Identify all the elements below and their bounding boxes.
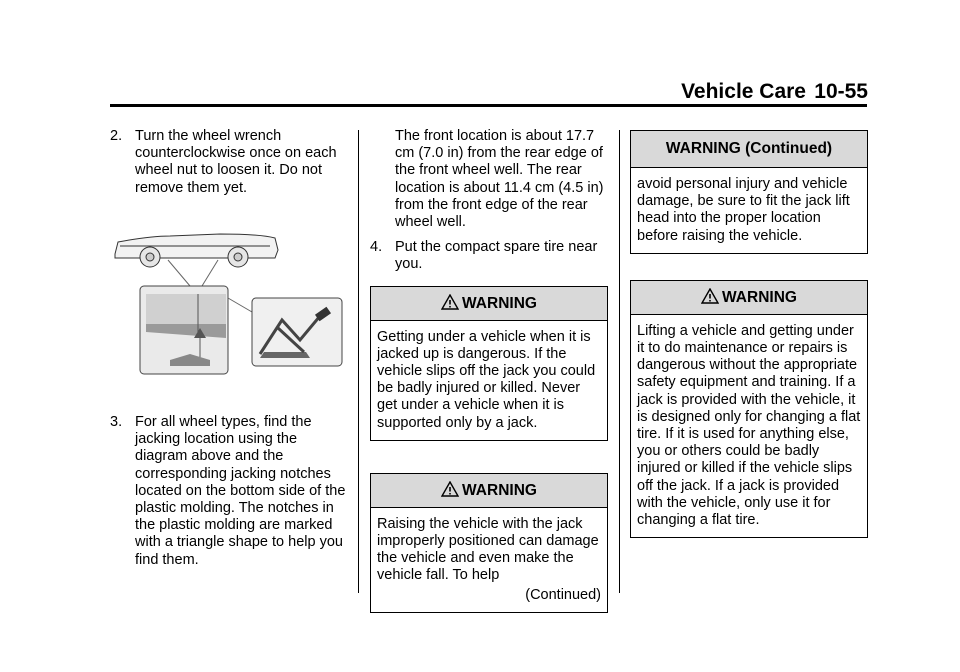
step-2: 2. Turn the wheel wrench counterclockwis… [110,128,350,197]
warning-box-continued: WARNING (Continued) avoid personal injur… [630,130,868,254]
warning-text: Raising the vehicle with the jack improp… [371,508,607,612]
warning-triangle-icon [441,480,460,497]
step-3-continuation: The front location is about 17.7 cm (7.0… [395,128,604,231]
warning-header: WARNING [631,280,867,315]
step-text: Put the compact spare tire near you. [395,239,598,273]
warning-triangle-icon [701,287,720,304]
warning-title: WARNING [462,481,537,499]
column-divider-1 [358,130,359,593]
step-text: Turn the wheel wrench counterclockwise o… [135,128,337,196]
warning-title: WARNING [462,294,537,312]
step-number: 4. [370,239,383,256]
scissor-jack-icon [251,297,343,367]
column-2: The front location is about 17.7 cm (7.0… [370,128,610,613]
continued-label: (Continued) [525,586,601,603]
warning-triangle-icon [441,293,460,310]
column-1: 2. Turn the wheel wrench counterclockwis… [110,128,350,197]
step-3: 3. For all wheel types, find the jacking… [110,414,350,569]
column-1-lower: 3. For all wheel types, find the jacking… [110,414,350,569]
warning-box-lifting: WARNING Lifting a vehicle and getting un… [630,279,868,539]
column-divider-2 [619,130,620,593]
warning-box-jack-position: WARNING Raising the vehicle with the jac… [370,472,608,613]
warning-header: WARNING [371,473,607,508]
rocker-detail-box [139,285,229,375]
warning-header: WARNING [371,286,607,321]
jacking-location-illustration [114,233,343,375]
warning-title: WARNING [722,288,797,306]
step-number: 2. [110,128,123,144]
warning-header: WARNING (Continued) [631,131,867,168]
column-3: WARNING (Continued) avoid personal injur… [630,130,870,539]
warning-text: avoid personal injury and vehicle damage… [637,176,850,244]
step-number: 3. [110,414,123,430]
header-rule [110,104,867,107]
warning-text: Lifting a vehicle and getting under it t… [637,322,861,529]
section-title: Vehicle Care [681,80,806,103]
running-header: Vehicle Care 10-55 [0,0,960,110]
step-4: 4. Put the compact spare tire near you. [370,239,610,273]
car-silhouette-icon [114,233,279,268]
step-text: For all wheel types, find the jacking lo… [135,414,346,568]
page-number: 10-55 [814,80,868,103]
warning-text: Getting under a vehicle when it is jacke… [377,328,596,431]
warning-box-jack-danger: WARNING Getting under a vehicle when it … [370,285,608,441]
warning-body: Raising the vehicle with the jack improp… [377,515,599,584]
